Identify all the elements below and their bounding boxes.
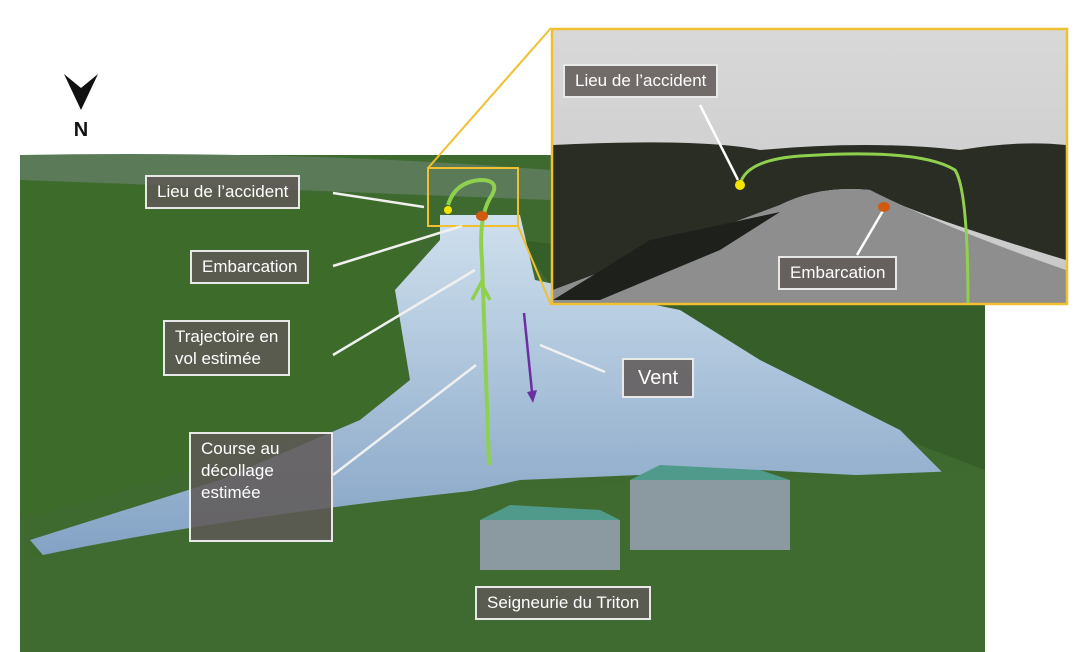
- inset-boat-marker: [878, 202, 890, 212]
- flight-trajectory: [446, 177, 497, 466]
- inset-connector-lines: [427, 27, 552, 306]
- label-boat: Embarcation: [190, 250, 310, 284]
- inset-trajectory: [738, 152, 970, 304]
- label-flight-path: Trajectoire en vol estimée: [163, 320, 291, 376]
- label-takeoff-run: Course au décollage estimée: [189, 432, 333, 542]
- label-lodge: Seigneurie du Triton: [475, 586, 652, 620]
- inset-label-boat: Embarcation: [778, 256, 898, 290]
- wind-arrow-icon: [522, 312, 537, 403]
- compass-label: N: [73, 119, 89, 141]
- leader-lines: [332, 191, 606, 476]
- trajectory-arrow-icon: [470, 279, 492, 301]
- accident-marker: [444, 206, 452, 214]
- label-line: vol estimée: [175, 349, 261, 368]
- label-line: Course au: [201, 439, 280, 458]
- inset-label-accident-site: Lieu de l’accident: [563, 64, 719, 98]
- compass: N: [64, 74, 98, 142]
- boat-marker: [476, 211, 488, 221]
- label-line: décollage: [201, 461, 274, 480]
- north-arrow-icon: [64, 74, 98, 110]
- label-line: estimée: [201, 483, 261, 502]
- label-wind: Vent: [622, 358, 695, 398]
- inset-accident-marker: [735, 180, 745, 190]
- label-accident-site: Lieu de l’accident: [145, 175, 301, 209]
- label-line: Trajectoire en: [175, 327, 279, 346]
